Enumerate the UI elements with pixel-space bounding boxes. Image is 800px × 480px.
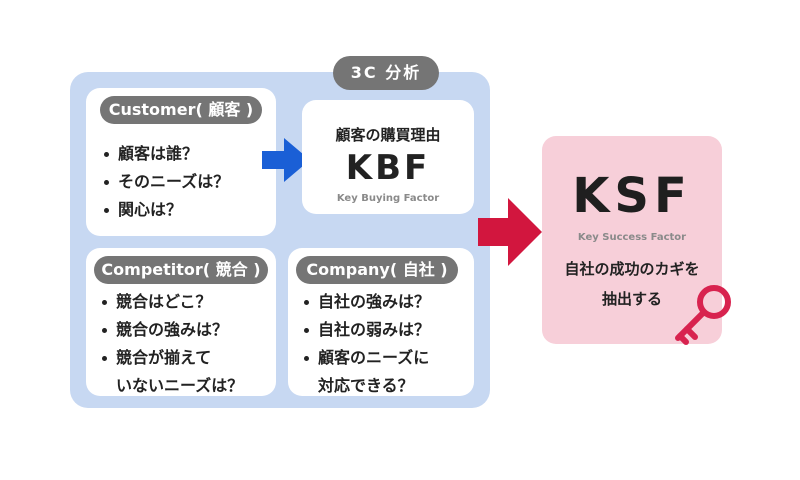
panel-title: 3C 分析 bbox=[333, 56, 439, 90]
kbf-title: 顧客の購買理由 bbox=[335, 126, 441, 144]
key-tooth bbox=[684, 326, 698, 340]
list-item: 顧客は誰？ bbox=[100, 140, 229, 168]
list-item: 競合の強みは？ bbox=[98, 316, 243, 344]
list-item: 競合が揃えていないニーズは？ bbox=[98, 344, 243, 400]
ksf-description: 自社の成功のカギを 抽出する bbox=[564, 260, 700, 308]
company-label: Company( 自社 ) bbox=[296, 256, 458, 284]
arrow-shape bbox=[262, 138, 310, 182]
kbf-card: 顧客の購買理由 KBF Key Buying Factor bbox=[302, 100, 474, 214]
ksf-main: KSF bbox=[572, 168, 692, 224]
competitor-bullets: 競合はどこ？ 競合の強みは？ 競合が揃えていないニーズは？ bbox=[98, 288, 243, 400]
kbf-main: KBF bbox=[345, 148, 431, 188]
customer-card: Customer( 顧客 ) 顧客は誰？ そのニーズは？ 関心は？ bbox=[86, 88, 276, 236]
key-shaft bbox=[675, 309, 707, 341]
arrow-shape bbox=[478, 198, 542, 266]
list-item: そのニーズは？ bbox=[100, 168, 229, 196]
company-bullets: 自社の強みは？ 自社の弱みは？ 顧客のニーズに対応できる？ bbox=[300, 288, 430, 400]
key-icon bbox=[675, 285, 731, 345]
ksf-subtitle: Key Success Factor bbox=[577, 232, 687, 243]
competitor-card: Competitor( 競合 ) 競合はどこ？ 競合の強みは？ 競合が揃えていな… bbox=[86, 248, 276, 396]
list-item: 競合はどこ？ bbox=[98, 288, 243, 316]
kbf-subtitle: Key Buying Factor bbox=[336, 193, 440, 204]
customer-label: Customer( 顧客 ) bbox=[100, 96, 262, 124]
list-item: 自社の弱みは？ bbox=[300, 316, 430, 344]
arrow-right-red-icon bbox=[478, 198, 542, 266]
list-item: 自社の強みは？ bbox=[300, 288, 430, 316]
ksf-box: KSF Key Success Factor 自社の成功のカギを 抽出する bbox=[542, 136, 722, 344]
key-tooth bbox=[677, 333, 689, 345]
customer-bullets: 顧客は誰？ そのニーズは？ 関心は？ bbox=[100, 140, 229, 224]
arrow-right-blue-icon bbox=[262, 138, 310, 182]
key-ring bbox=[697, 285, 731, 319]
list-item: 関心は？ bbox=[100, 196, 229, 224]
competitor-label: Competitor( 競合 ) bbox=[94, 256, 268, 284]
company-card: Company( 自社 ) 自社の強みは？ 自社の弱みは？ 顧客のニーズに対応で… bbox=[288, 248, 474, 396]
list-item: 顧客のニーズに対応できる？ bbox=[300, 344, 430, 400]
